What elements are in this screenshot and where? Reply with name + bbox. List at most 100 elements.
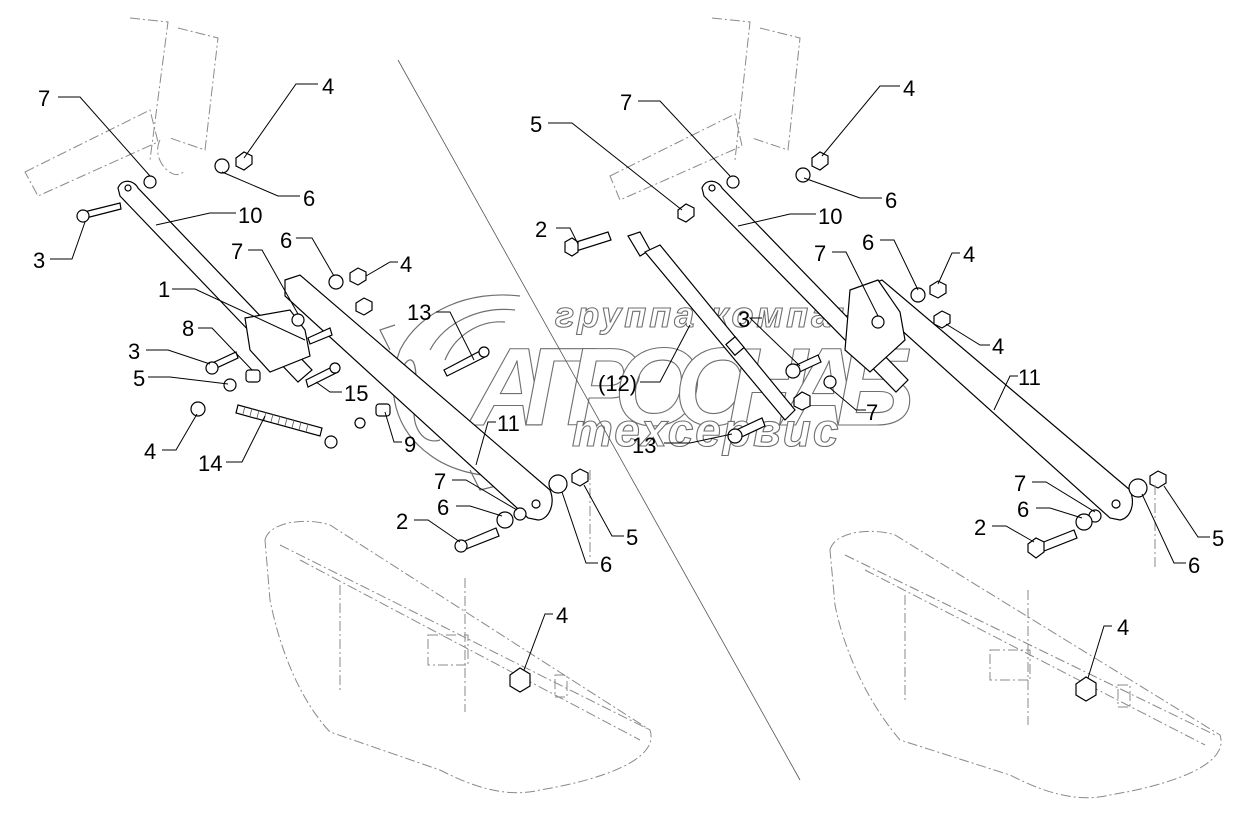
callout[interactable]: 13 [632, 433, 733, 458]
svg-text:4: 4 [322, 74, 334, 99]
svg-text:7: 7 [814, 241, 826, 266]
callout[interactable]: 7 [231, 239, 299, 315]
callout[interactable]: 4 [821, 76, 915, 157]
callout[interactable]: 4 [144, 413, 198, 464]
callout[interactable]: (12) [598, 324, 691, 396]
left-lower-unit [264, 470, 652, 794]
nut-icon [933, 310, 951, 329]
svg-text:7: 7 [1014, 471, 1026, 496]
washer-icon [1075, 513, 1093, 531]
callout[interactable]: 6 [862, 230, 919, 291]
cylinder-12 [627, 231, 796, 421]
svg-text:5: 5 [133, 366, 145, 391]
callout[interactable]: 4 [243, 74, 334, 159]
svg-text:6: 6 [862, 230, 874, 255]
nut-icon [1149, 470, 1167, 489]
callout[interactable]: 4 [365, 252, 412, 277]
callout[interactable]: 11 [993, 365, 1041, 411]
svg-text:5: 5 [530, 112, 542, 137]
nut-icon [355, 297, 373, 316]
callout[interactable]: 6 [437, 495, 503, 520]
svg-text:3: 3 [128, 339, 140, 364]
svg-text:7: 7 [434, 469, 446, 494]
svg-text:10: 10 [238, 203, 262, 228]
lower-nut-icon [509, 667, 531, 693]
svg-text:8: 8 [182, 316, 194, 341]
svg-text:10: 10 [818, 204, 842, 229]
callout[interactable]: 10 [155, 203, 262, 228]
svg-text:9: 9 [404, 432, 416, 457]
washer-icon [328, 274, 344, 290]
svg-text:15: 15 [344, 381, 368, 406]
mounting-plate-1 [244, 309, 311, 373]
svg-text:6: 6 [1188, 553, 1200, 578]
callout[interactable]: 3 [738, 307, 801, 367]
section-divider-line [397, 59, 801, 781]
callout[interactable]: 7 [814, 241, 879, 317]
callout[interactable]: 7 [38, 86, 151, 177]
callout[interactable]: 8 [182, 316, 253, 371]
callout[interactable]: 10 [737, 204, 842, 229]
svg-text:7: 7 [231, 239, 243, 264]
svg-text:4: 4 [903, 76, 915, 101]
callout[interactable]: 1 [158, 277, 306, 341]
callout[interactable]: 5 [1163, 485, 1224, 551]
callout[interactable]: 2 [535, 217, 579, 245]
callout[interactable]: 15 [315, 381, 368, 406]
bolt-icon [307, 327, 333, 345]
callout[interactable]: 9 [384, 411, 416, 457]
left-assembly [24, 17, 652, 794]
callout[interactable]: 14 [198, 415, 266, 476]
callout[interactable]: 2 [974, 515, 1035, 543]
callout[interactable]: 6 [1017, 497, 1083, 522]
svg-text:4: 4 [992, 334, 1004, 359]
callout[interactable]: 6 [221, 171, 315, 211]
callout[interactable]: 3 [128, 339, 211, 365]
callout[interactable]: 3 [33, 221, 86, 273]
svg-text:13: 13 [632, 433, 656, 458]
svg-text:13: 13 [407, 300, 431, 325]
svg-text:4: 4 [1117, 615, 1129, 640]
bushing-icon [823, 375, 837, 389]
callout[interactable]: 7 [1014, 471, 1096, 513]
right-assembly [564, 17, 1222, 799]
callout[interactable]: 7 [434, 469, 518, 511]
watermark: группа компаний АГРОСНАБ техсервис [379, 293, 915, 491]
callout[interactable]: 6 [561, 491, 612, 577]
callout[interactable]: 4 [523, 603, 568, 671]
right-callouts[interactable]: 7 4 5 6 10 2 7 6 4 3 4 (12) 7 13 11 7 6 … [530, 76, 1224, 679]
spacer-icon [245, 369, 261, 383]
left-fasteners [76, 151, 589, 553]
callout[interactable]: 5 [133, 366, 229, 391]
nut-icon [677, 203, 695, 223]
svg-text:2: 2 [535, 217, 547, 242]
nut-icon [324, 435, 338, 449]
svg-text:6: 6 [303, 186, 315, 211]
callout[interactable]: 11 [475, 411, 520, 466]
watermark-line3: техсервис [572, 404, 840, 456]
callout[interactable]: 4 [1087, 615, 1129, 679]
callout[interactable]: 6 [803, 177, 897, 213]
callout[interactable]: 4 [937, 242, 975, 285]
callout[interactable]: 4 [945, 323, 1004, 359]
callout[interactable]: 13 [407, 300, 475, 361]
svg-text:2: 2 [974, 515, 986, 540]
callout[interactable]: 2 [396, 509, 461, 543]
spacer-icon [375, 403, 391, 417]
svg-text:3: 3 [738, 307, 750, 332]
nut-icon [349, 267, 367, 286]
callout[interactable]: 6 [1141, 493, 1200, 578]
washer-icon [214, 158, 230, 174]
svg-text:6: 6 [885, 188, 897, 213]
bolt-head-icon [564, 237, 579, 257]
callout[interactable]: 5 [583, 484, 638, 550]
callout[interactable]: 7 [620, 90, 731, 177]
nut-icon [811, 151, 829, 171]
callout[interactable]: 5 [530, 112, 683, 211]
svg-text:7: 7 [38, 86, 50, 111]
nut-icon [354, 417, 366, 429]
callout[interactable]: 7 [829, 387, 878, 425]
svg-text:11: 11 [1018, 365, 1041, 390]
callout[interactable]: 6 [280, 228, 335, 277]
